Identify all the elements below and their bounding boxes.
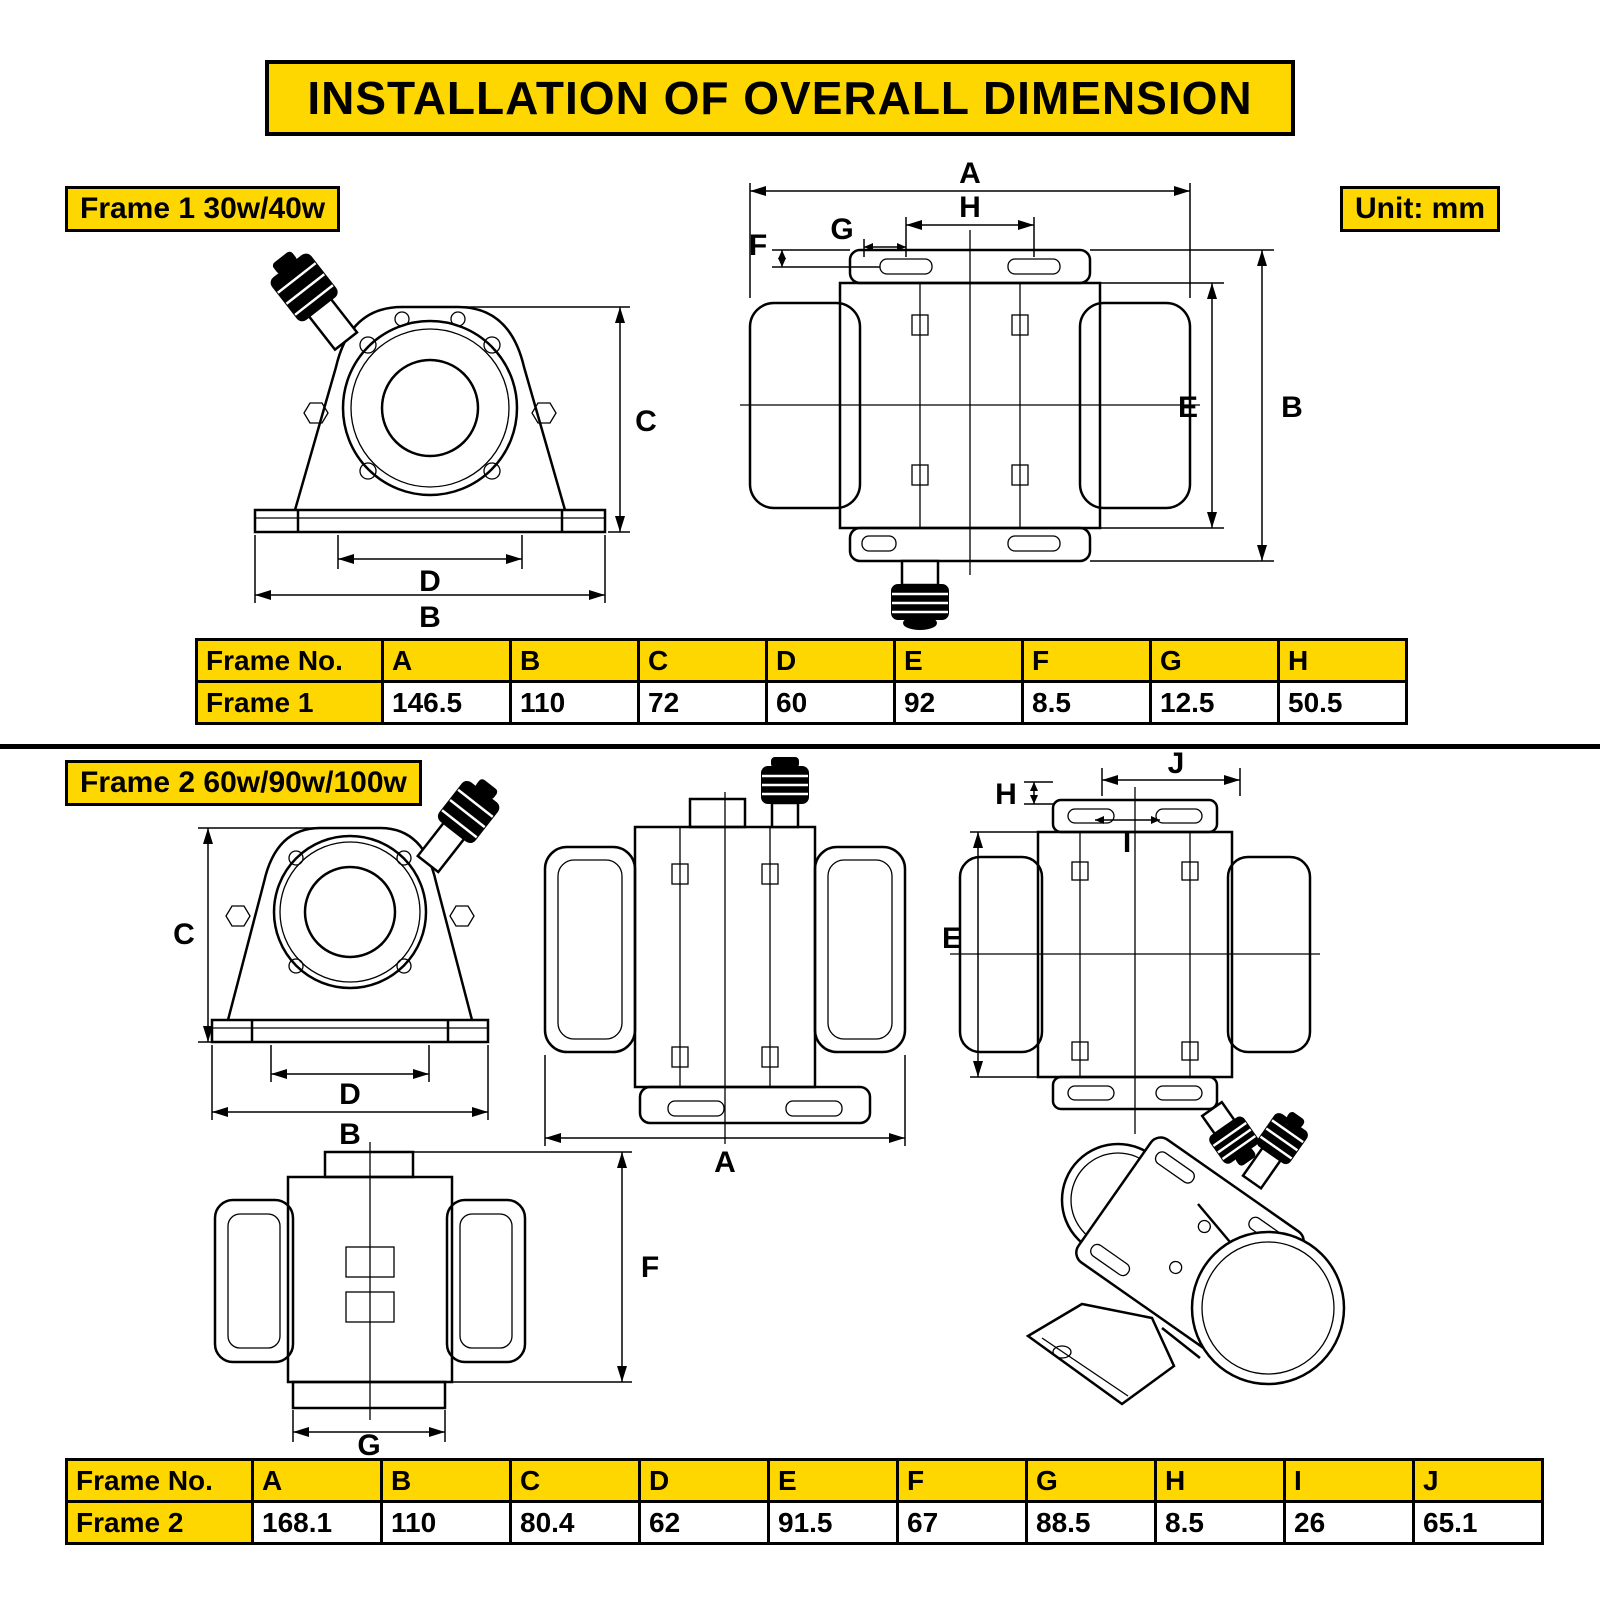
row-header: Frame 1 [195,680,384,725]
frame1-drawings: C D B [253,157,1303,634]
dim-label-b: B [339,1118,361,1151]
column-header: B [380,1458,512,1503]
table-cell: 8.5 [1021,680,1152,725]
frame2-label: Frame 2 60w/90w/100w [65,760,422,806]
dim-label-d: D [419,565,441,598]
cable-gland [416,779,500,874]
frame2-drawings: C D B [173,747,1346,1462]
table-header-row: Frame No. A B C D E F G H I J [65,1458,1544,1503]
column-header: C [637,638,768,683]
dim-label-a: A [959,157,981,190]
column-header: G [1149,638,1280,683]
table-cell: 146.5 [381,680,512,725]
dim-label-d: D [339,1078,361,1111]
table-cell: 8.5 [1154,1500,1286,1545]
table-row: Frame 1 146.5 110 72 60 92 8.5 12.5 50.5 [195,680,1408,725]
table-row: Frame 2 168.1 110 80.4 62 91.5 67 88.5 8… [65,1500,1544,1545]
column-header: C [509,1458,641,1503]
table-cell: 67 [896,1500,1028,1545]
dim-label-i: I [1123,826,1131,859]
frame1-dimension-table: Frame No. A B C D E F G H Frame 1 146.5 … [195,638,1408,725]
dim-label-h: H [959,191,981,224]
dim-label-f: F [641,1251,659,1284]
table-cell: 92 [893,680,1024,725]
table-cell: 110 [509,680,640,725]
column-header: A [251,1458,383,1503]
column-header: I [1283,1458,1415,1503]
column-header: H [1154,1458,1286,1503]
frame2-top-view: J H I E [942,747,1320,1166]
cable-gland [761,757,809,829]
frame1-top-view: A H G F E B [740,157,1303,630]
column-header: E [767,1458,899,1503]
column-header: D [638,1458,770,1503]
dim-label-b: B [419,601,441,634]
column-header: H [1277,638,1408,683]
cable-gland [891,559,949,630]
column-header: J [1412,1458,1544,1503]
dim-label-c: C [635,405,657,438]
table-cell: 65.1 [1412,1500,1544,1545]
column-header: G [1025,1458,1157,1503]
column-header: F [896,1458,1028,1503]
table-cell: 168.1 [251,1500,383,1545]
frame2-dimension-table: Frame No. A B C D E F G H I J Frame 2 16… [65,1458,1544,1545]
column-header: B [509,638,640,683]
frame2-bottom-view: F G [213,1142,659,1462]
dim-label-g: G [357,1429,380,1462]
table-cell: 88.5 [1025,1500,1157,1545]
frame1-label: Frame 1 30w/40w [65,186,341,232]
table-cell: 72 [637,680,768,725]
dim-label-e: E [942,922,962,955]
frame2-front-view: C D B [173,779,500,1151]
table-cell: 60 [765,680,896,725]
column-header: Frame No. [195,638,384,683]
dim-label-g: G [830,213,853,246]
column-header: Frame No. [65,1458,254,1503]
frame1-front-view: C D B [253,251,657,634]
dim-label-h: H [995,778,1017,811]
cable-gland [1200,1100,1259,1166]
cable-gland [270,251,359,352]
section-divider [0,744,1600,749]
cable-gland [1241,1112,1308,1191]
dim-label-f: F [749,229,767,262]
page-title: INSTALLATION OF OVERALL DIMENSION [265,60,1295,136]
dim-label-e: E [1178,391,1198,424]
frame2-isometric-view [1025,1112,1346,1406]
column-header: F [1021,638,1152,683]
dim-label-j: J [1168,747,1185,780]
table-cell: 50.5 [1277,680,1408,725]
table-cell: 80.4 [509,1500,641,1545]
table-cell: 110 [380,1500,512,1545]
table-cell: 62 [638,1500,770,1545]
table-cell: 26 [1283,1500,1415,1545]
dim-label-a: A [714,1146,736,1179]
column-header: D [765,638,896,683]
frame2-side-view: A [543,757,907,1179]
table-cell: 91.5 [767,1500,899,1545]
unit-label: Unit: mm [1340,186,1500,232]
row-header: Frame 2 [65,1500,254,1545]
column-header: A [381,638,512,683]
dim-label-b: B [1281,391,1303,424]
table-cell: 12.5 [1149,680,1280,725]
dim-label-c: C [173,918,195,951]
table-header-row: Frame No. A B C D E F G H [195,638,1408,683]
column-header: E [893,638,1024,683]
